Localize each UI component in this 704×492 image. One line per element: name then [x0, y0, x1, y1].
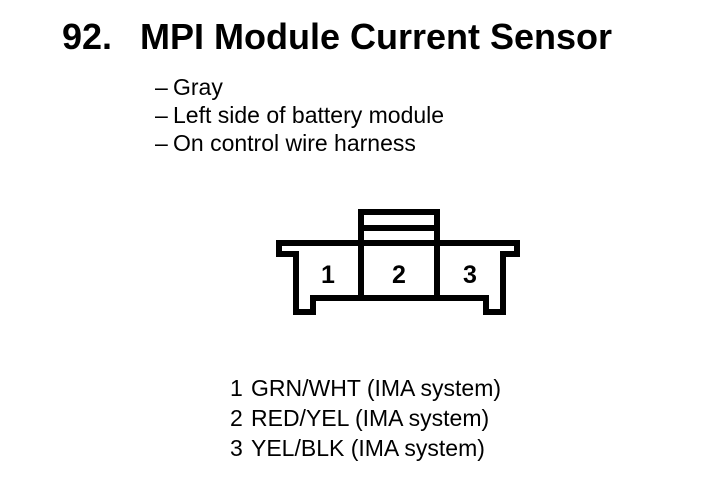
note-harness: – On control wire harness: [155, 129, 444, 157]
legend-pin-label: GRN/WHT (IMA system): [251, 375, 502, 401]
legend-row-2: 2 RED/YEL (IMA system): [230, 403, 501, 433]
legend-row-3: 3 YEL/BLK (IMA system): [230, 433, 501, 463]
title-text: MPI Module Current Sensor: [140, 16, 613, 57]
note-text: Gray: [173, 74, 223, 100]
note-text: On control wire harness: [173, 130, 416, 156]
pin-3-number: 3: [463, 261, 477, 289]
legend-pin-label: YEL/BLK (IMA system): [251, 435, 485, 461]
connector-body-outline: [276, 240, 520, 315]
dash-marker: –: [155, 102, 168, 128]
pin-1-number: 1: [321, 261, 335, 289]
notes-list: – Gray – Left side of battery module – O…: [155, 73, 444, 157]
note-color: – Gray: [155, 73, 444, 101]
item-number: 92.: [62, 16, 113, 57]
dash-marker: –: [155, 74, 168, 100]
legend-pin-number: 1: [230, 375, 243, 401]
legend-row-1: 1 GRN/WHT (IMA system): [230, 373, 501, 403]
legend-pin-number: 2: [230, 405, 243, 431]
note-text: Left side of battery module: [173, 102, 445, 128]
legend-pin-number: 3: [230, 435, 243, 461]
dash-marker: –: [155, 130, 168, 156]
connector-diagram: 1 2 3: [276, 209, 520, 315]
connector-lock-tab: [358, 209, 440, 298]
pin-2-number: 2: [392, 261, 406, 289]
pin-legend: 1 GRN/WHT (IMA system) 2 RED/YEL (IMA sy…: [230, 373, 501, 463]
legend-pin-label: RED/YEL (IMA system): [251, 405, 490, 431]
page-title: 92. MPI Module Current Sensor: [62, 17, 612, 57]
note-location: – Left side of battery module: [155, 101, 444, 129]
